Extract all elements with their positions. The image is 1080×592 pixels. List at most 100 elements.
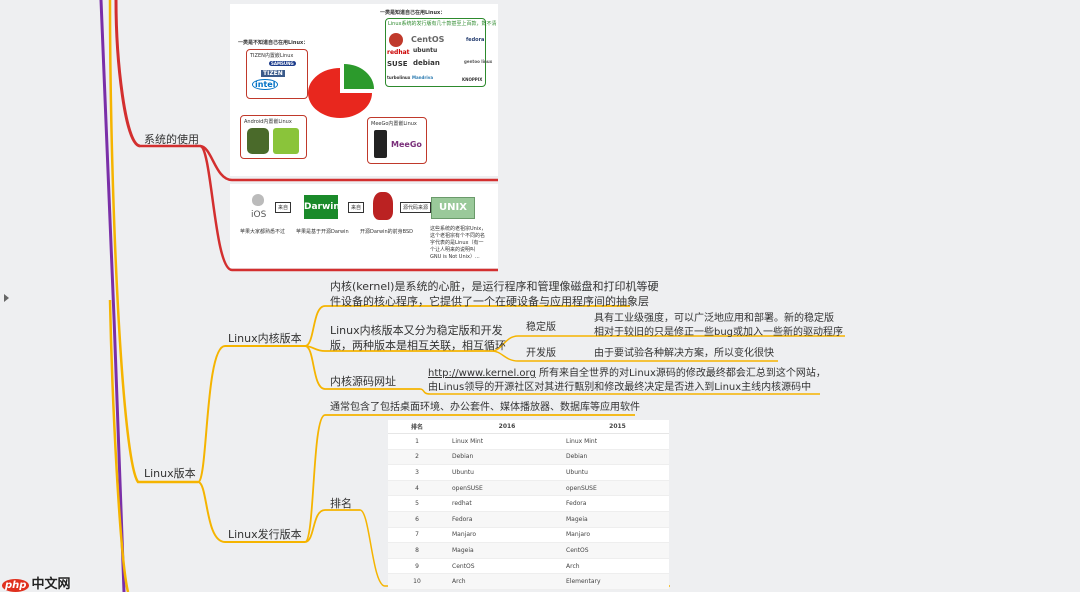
node-system-use[interactable]: 系统的使用 bbox=[144, 133, 199, 146]
rank-cell: 1 bbox=[388, 433, 446, 450]
ranking-table-header: 排名 2016 2015 bbox=[388, 420, 669, 434]
rank-2015-cell: Elementary bbox=[562, 573, 669, 590]
url-desc[interactable]: http://www.kernel.org 所有来自全世界的对Linux源码的修… bbox=[428, 367, 826, 395]
darwin-logo: Darwin bbox=[304, 195, 340, 219]
distro-desc[interactable]: 通常包含了包括桌面环境、办公套件、媒体播放器、数据库等应用软件 bbox=[330, 402, 640, 413]
node-linux-version[interactable]: Linux版本 bbox=[144, 467, 196, 480]
rank-2016-cell: Fedora bbox=[446, 511, 562, 528]
kernel-org-link[interactable]: http://www.kernel.org bbox=[428, 368, 536, 379]
unix-caption-line3: 字代表的是Linux（有一 bbox=[430, 240, 484, 246]
arrow-from-2: 来自 bbox=[348, 202, 365, 213]
redhat-hat-icon bbox=[389, 33, 403, 47]
unix-lineage-image: iOS 苹果大家都熟悉不过 来自 Darwin 苹果是基于开源Darwin 来自… bbox=[230, 184, 498, 268]
logo-gentoo: gentoo linux bbox=[464, 59, 493, 64]
darwin-caption: 苹果是基于开源Darwin bbox=[296, 229, 349, 235]
rank-2016-cell: openSUSE bbox=[446, 480, 562, 497]
unix-caption-line1: 这些系统的老祖宗Unix， bbox=[430, 226, 487, 232]
rank-cell: 2 bbox=[388, 449, 446, 466]
rank-2016-cell: Debian bbox=[446, 449, 562, 466]
rank-2015-cell: openSUSE bbox=[562, 480, 669, 497]
kernel-desc[interactable]: 内核(kernel)是系统的心脏，是运行程序和管理像磁盘和打印机等硬 件设备的核… bbox=[330, 279, 658, 309]
apple-icon bbox=[252, 194, 264, 206]
rank-2016-cell: redhat bbox=[446, 495, 562, 512]
collapse-toggle-icon[interactable] bbox=[4, 294, 9, 302]
watermark-text: 中文网 bbox=[31, 577, 71, 592]
rank-cell: 4 bbox=[388, 480, 446, 497]
rank-2015-cell: Debian bbox=[562, 449, 669, 466]
col-2016: 2016 bbox=[446, 420, 562, 434]
arrow-source: 源代码来源 bbox=[400, 202, 432, 213]
rank-2016-cell: Linux Mint bbox=[446, 433, 562, 450]
rank-2015-cell: CentOS bbox=[562, 542, 669, 559]
ios-caption: 苹果大家都熟悉不过 bbox=[240, 229, 286, 235]
node-ranking[interactable]: 排名 bbox=[330, 497, 352, 510]
logo-knoppix: KNOPPIX bbox=[462, 77, 483, 82]
rank-2016-cell: CentOS bbox=[446, 558, 562, 575]
node-source-url[interactable]: 内核源码网址 bbox=[330, 375, 396, 388]
logo-ubuntu: ubuntu bbox=[413, 47, 438, 54]
kernel-desc-line2: 件设备的核心程序，它提供了一个在硬设备与应用程序间的抽象层 bbox=[330, 295, 649, 308]
linux-users-image: 一类是不知道自己在用Linux： 一类是知道自己在用Linux： Linux系统… bbox=[230, 4, 498, 176]
bsd-caption: 开源Darwin的前身BSD bbox=[360, 229, 413, 235]
android-box-title: Android内置嵌Linux bbox=[244, 119, 292, 125]
rank-2015-cell: Manjaro bbox=[562, 527, 669, 544]
distro-logos-box: Linux系统的发行版有几十款甚至上百款，数不清 redhat CentOS u… bbox=[385, 18, 496, 87]
logo-debian: debian bbox=[413, 59, 440, 67]
node-distro-version[interactable]: Linux发行版本 bbox=[228, 528, 302, 541]
logo-centos: CentOS bbox=[411, 35, 445, 44]
rank-2015-cell: Mageia bbox=[562, 511, 669, 528]
meego-box: MeeGo内置嵌Linux MeeGo bbox=[367, 117, 427, 164]
stable-desc-line1: 具有工业级强度，可以广泛地应用和部署。新的稳定版 bbox=[594, 313, 834, 324]
kernel-branches[interactable]: Linux内核版本又分为稳定版和开发 版，两种版本是相互关联，相互循环 bbox=[330, 323, 506, 353]
rank-cell: 3 bbox=[388, 464, 446, 481]
meego-box-title: MeeGo内置嵌Linux bbox=[371, 121, 417, 127]
android-robot-icon bbox=[247, 128, 269, 154]
logo-turbolinux: turbolinux bbox=[387, 75, 411, 80]
rank-2016-cell: Ubuntu bbox=[446, 464, 562, 481]
url-desc-line2: 由Linus领导的开源社区对其进行甄别和修改最终决定是否进入到Linux主线内核… bbox=[428, 382, 812, 393]
unix-caption-line2: 这个老祖宗有个不同的名 bbox=[430, 233, 486, 239]
rank-2016-cell: Mageia bbox=[446, 542, 562, 559]
logo-intel: intel bbox=[252, 79, 279, 90]
node-dev[interactable]: 开发版 bbox=[526, 348, 556, 359]
col-2015: 2015 bbox=[562, 420, 669, 434]
logo-mandriva: Mandriva bbox=[412, 75, 434, 80]
node-kernel-version[interactable]: Linux内核版本 bbox=[228, 332, 302, 345]
logo-redhat: redhat bbox=[387, 49, 410, 56]
phone-icon bbox=[374, 130, 387, 158]
rank-cell: 10 bbox=[388, 573, 446, 590]
ios-label: iOS bbox=[251, 210, 267, 220]
logo-tizen: TIZEN bbox=[261, 70, 285, 77]
node-stable[interactable]: 稳定版 bbox=[526, 322, 556, 333]
unix-caption-line5: GNU is Not Unix）... bbox=[430, 254, 480, 260]
arrow-from-1: 来自 bbox=[275, 202, 292, 213]
watermark-badge: php bbox=[2, 579, 30, 592]
kernel-branches-line2: 版，两种版本是相互关联，相互循环 bbox=[330, 339, 506, 352]
rank-cell: 7 bbox=[388, 527, 446, 544]
kernel-desc-line1: 内核(kernel)是系统的心脏，是运行程序和管理像磁盘和打印机等硬 bbox=[330, 280, 659, 293]
tizen-box: TIZEN内置嵌Linux TIZEN SAMSUNG intel bbox=[246, 49, 308, 99]
rank-2016-cell: Arch bbox=[446, 573, 562, 590]
unix-logo: UNIX bbox=[431, 197, 475, 219]
rank-cell: 6 bbox=[388, 511, 446, 528]
rank-cell: 5 bbox=[388, 495, 446, 512]
stable-desc[interactable]: 具有工业级强度，可以广泛地应用和部署。新的稳定版 相对于较旧的只是修正一些bug… bbox=[594, 312, 843, 340]
dev-desc[interactable]: 由于要试验各种解决方案，所以变化很快 bbox=[594, 348, 774, 359]
android-box: Android内置嵌Linux bbox=[240, 115, 307, 159]
rank-2015-cell: Linux Mint bbox=[562, 433, 669, 450]
right-subtitle: Linux系统的发行版有几十款甚至上百款，数不清 bbox=[388, 21, 497, 27]
rank-cell: 8 bbox=[388, 542, 446, 559]
unix-caption-line4: 个让人明来的说明叫 bbox=[430, 247, 476, 253]
